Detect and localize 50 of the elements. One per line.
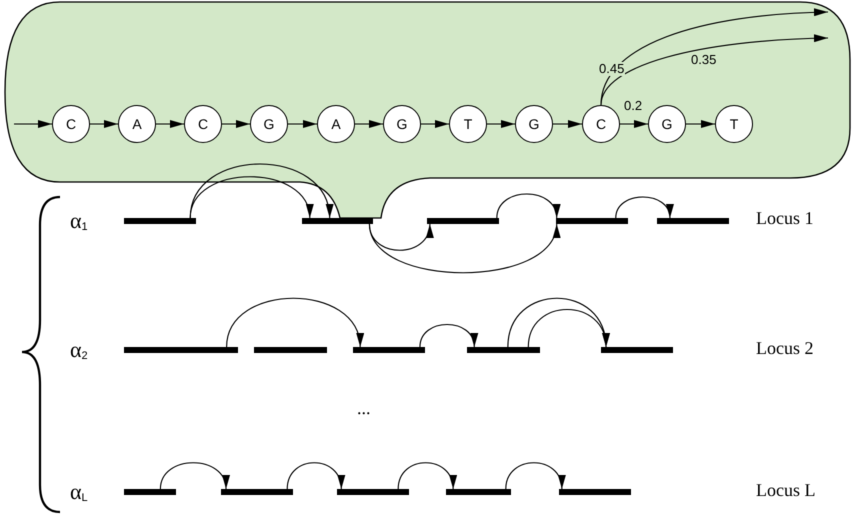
edge-label: 0.35	[690, 53, 718, 67]
arrow	[615, 196, 672, 218]
arrow	[487, 120, 515, 128]
segment-bar	[446, 489, 511, 495]
arrow	[368, 224, 432, 251]
segment-bar	[353, 347, 425, 353]
arrow	[288, 120, 317, 128]
arrow	[600, 34, 828, 106]
ellipsis: ...	[357, 398, 370, 419]
segment-bar	[221, 489, 293, 495]
arrow	[398, 462, 456, 490]
arrow	[90, 120, 118, 128]
arrow	[160, 462, 228, 490]
segment-bar	[124, 489, 176, 495]
segment-bar	[601, 347, 673, 353]
arrow	[496, 193, 558, 218]
arrow	[156, 120, 184, 128]
arrow	[190, 176, 312, 218]
arrow	[421, 120, 449, 128]
segment-bar	[124, 347, 238, 353]
segment-bar	[467, 347, 540, 353]
arrow	[226, 298, 362, 348]
arrow	[553, 120, 582, 128]
arrow	[419, 324, 476, 348]
arrow	[528, 309, 608, 348]
arrow	[14, 120, 52, 128]
segment-bar	[559, 489, 631, 495]
segment-bar	[124, 218, 196, 224]
arrow	[368, 224, 558, 274]
locus-label: Locus L	[756, 480, 816, 501]
segment-bar	[657, 218, 729, 224]
edge-label: 0.45	[598, 62, 626, 76]
locus-symbol: α$_{1}$	[70, 208, 88, 234]
locus-label: Locus 1	[756, 208, 814, 229]
segment-bar	[302, 218, 373, 224]
arrow	[355, 120, 383, 128]
segment-bar	[556, 218, 628, 224]
locus-label: Locus 2	[756, 338, 814, 359]
arrow	[222, 120, 250, 128]
arrow	[190, 164, 332, 218]
segment-bar	[427, 218, 499, 224]
arrow	[286, 462, 344, 490]
segment-bar	[337, 489, 409, 495]
locus-symbol: α$_{L}$	[70, 479, 88, 505]
edge-label: 0.2	[623, 99, 644, 113]
arrow	[505, 462, 564, 490]
locus-symbol: α$_{2}$	[70, 337, 88, 363]
segment-bar	[254, 347, 327, 353]
arrow	[686, 120, 715, 128]
arrow	[620, 120, 648, 128]
